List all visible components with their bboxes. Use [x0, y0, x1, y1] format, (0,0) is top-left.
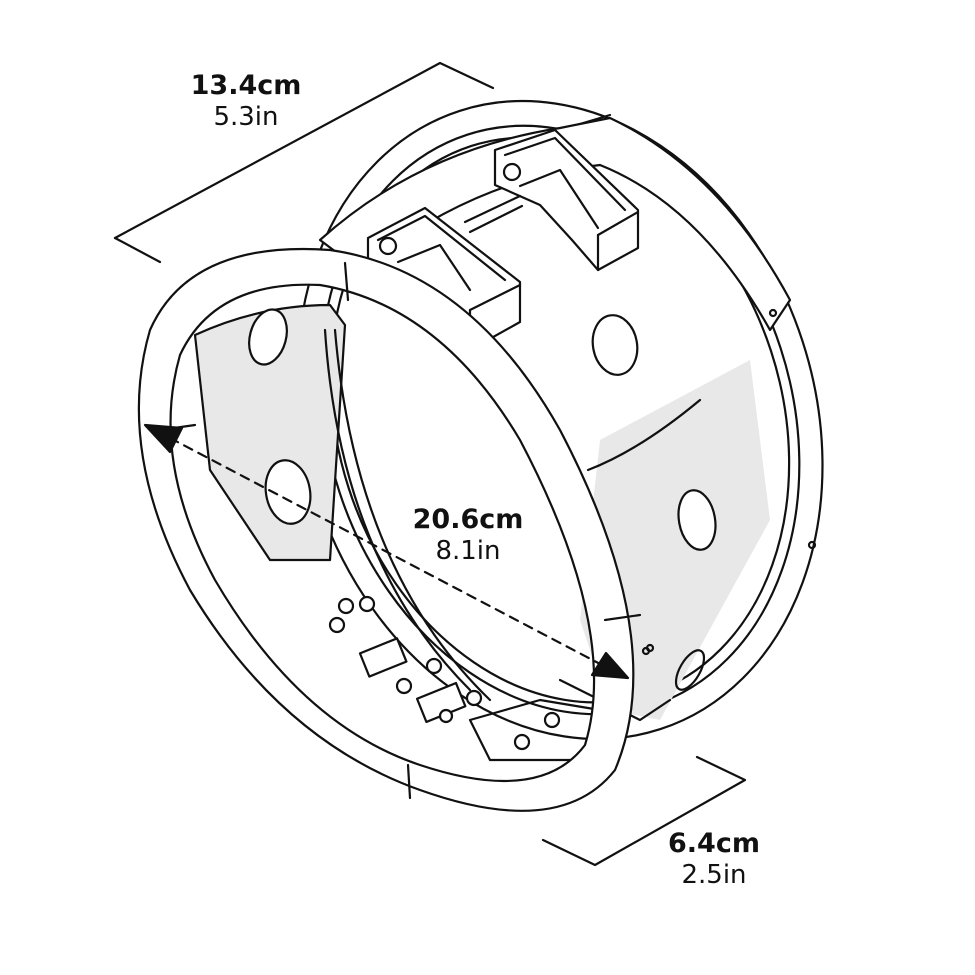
clamp-right — [493, 128, 640, 272]
width-imperial: 5.3in — [213, 102, 279, 133]
terminal-block — [328, 595, 602, 762]
width-label: 13.4cm 5.3in — [191, 70, 302, 134]
depth-label: 6.4cm 2.5in — [668, 828, 760, 892]
diameter-label: 20.6cm 8.1in — [413, 504, 524, 568]
diameter-dimension-arrow — [143, 423, 630, 680]
depth-dimension-line — [541, 755, 747, 867]
diameter-metric: 20.6cm — [412, 504, 524, 535]
front-rim — [137, 248, 655, 812]
width-metric: 13.4cm — [190, 70, 302, 101]
depth-imperial: 2.5in — [681, 860, 747, 891]
clamp-rod — [463, 194, 524, 234]
depth-metric: 6.4cm — [668, 828, 760, 859]
inner-wall — [193, 303, 492, 702]
diameter-imperial: 8.1in — [435, 536, 501, 567]
width-dimension-line — [113, 61, 495, 264]
